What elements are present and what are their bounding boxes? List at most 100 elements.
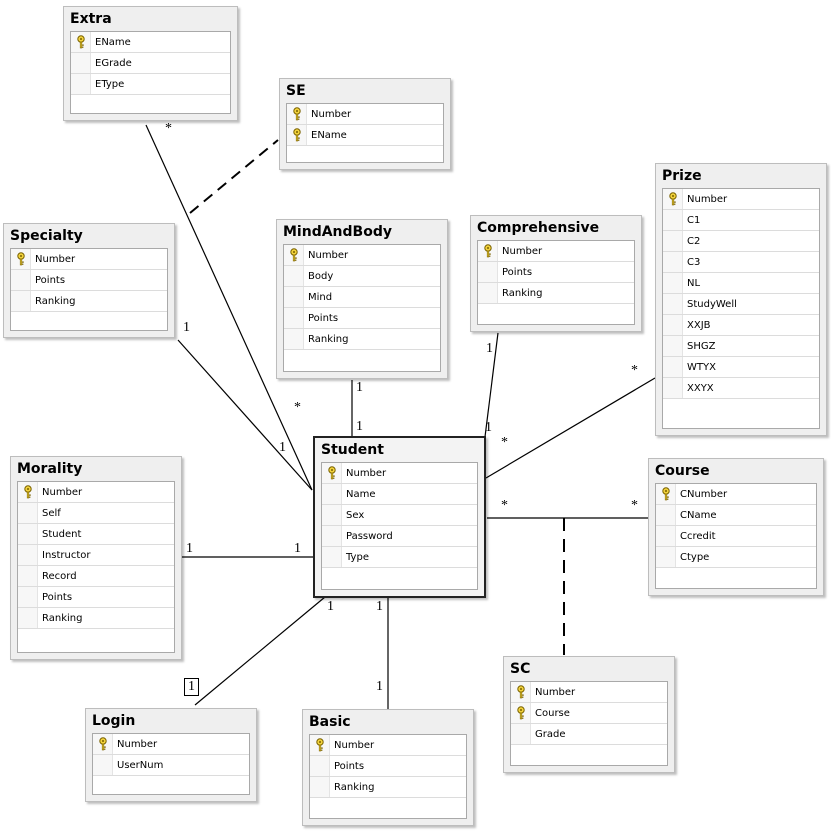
column-row[interactable]: Record — [18, 566, 174, 587]
column-name: Type — [346, 551, 369, 563]
column-row[interactable]: Sex — [322, 505, 477, 526]
column-row[interactable]: Name — [322, 484, 477, 505]
column-row[interactable]: SHGZ — [663, 336, 819, 357]
key-icon — [656, 484, 676, 504]
column-row[interactable]: Number — [322, 463, 477, 484]
column-row[interactable]: Points — [478, 262, 634, 283]
column-name: Ranking — [308, 333, 349, 345]
column-row[interactable]: Number — [284, 245, 440, 266]
column-row[interactable]: StudyWell — [663, 294, 819, 315]
column-name: Number — [535, 686, 576, 698]
column-name: Self — [42, 507, 61, 519]
row-selector — [18, 608, 38, 628]
row-selector — [656, 505, 676, 525]
column-name: EName — [311, 129, 347, 141]
column-row[interactable]: Ccredit — [656, 526, 816, 547]
column-name: Points — [502, 266, 533, 278]
column-row[interactable]: Ranking — [284, 329, 440, 350]
column-row[interactable]: Number — [511, 682, 667, 703]
column-name: Name — [346, 488, 376, 500]
column-row[interactable]: Instructor — [18, 545, 174, 566]
column-name: Ctype — [680, 551, 710, 563]
row-selector — [322, 547, 342, 567]
column-row[interactable]: C1 — [663, 210, 819, 231]
column-row[interactable]: EGrade — [71, 53, 230, 74]
column-row[interactable]: NL — [663, 273, 819, 294]
column-row[interactable]: EType — [71, 74, 230, 95]
column-row[interactable]: Grade — [511, 724, 667, 745]
column-row[interactable]: Password — [322, 526, 477, 547]
column-row[interactable]: C3 — [663, 252, 819, 273]
column-row[interactable]: Course — [511, 703, 667, 724]
column-row[interactable]: Type — [322, 547, 477, 568]
column-row[interactable]: CName — [656, 505, 816, 526]
column-row[interactable]: Ctype — [656, 547, 816, 568]
column-row[interactable]: Number — [478, 241, 634, 262]
column-row[interactable]: C2 — [663, 231, 819, 252]
column-row[interactable]: Self — [18, 503, 174, 524]
column-name: XXYX — [687, 382, 714, 394]
column-row[interactable]: Number — [18, 482, 174, 503]
column-name: Ranking — [502, 287, 543, 299]
column-row[interactable]: Number — [310, 735, 466, 756]
column-name: Instructor — [42, 549, 91, 561]
key-icon — [310, 735, 330, 755]
multiplicity-student-prize: * — [501, 435, 508, 450]
column-row[interactable]: Number — [663, 189, 819, 210]
column-row[interactable]: Body — [284, 266, 440, 287]
column-row[interactable]: Points — [18, 587, 174, 608]
column-name: C1 — [687, 214, 701, 226]
row-selector — [11, 291, 31, 311]
key-icon — [71, 32, 91, 52]
column-row[interactable]: Ranking — [310, 777, 466, 798]
column-row[interactable]: Student — [18, 524, 174, 545]
column-row[interactable]: XXYX — [663, 378, 819, 399]
column-row[interactable]: Ranking — [11, 291, 167, 312]
column-row[interactable]: WTYX — [663, 357, 819, 378]
row-selector — [71, 53, 91, 73]
rel-student-specialty — [177, 339, 313, 491]
column-name: Sex — [346, 509, 365, 521]
column-row[interactable]: Points — [284, 308, 440, 329]
row-selector — [663, 378, 683, 398]
column-name: Points — [334, 760, 365, 772]
column-row[interactable]: Points — [310, 756, 466, 777]
column-row[interactable]: XXJB — [663, 315, 819, 336]
column-name: Number — [308, 249, 349, 261]
column-row[interactable]: Ranking — [478, 283, 634, 304]
multiplicity-student-morality: 1 — [294, 541, 301, 556]
column-name: StudyWell — [687, 298, 737, 310]
key-icon — [478, 241, 498, 261]
column-row[interactable]: EName — [287, 125, 443, 146]
column-row[interactable]: Number — [287, 104, 443, 125]
rel-student-prize — [485, 377, 656, 479]
column-row[interactable]: UserNum — [93, 755, 249, 776]
row-selector — [478, 262, 498, 282]
column-name: Points — [42, 591, 73, 603]
column-row[interactable]: Mind — [284, 287, 440, 308]
multiplicity-student-basic: 1 — [376, 599, 383, 614]
column-row[interactable]: CNumber — [656, 484, 816, 505]
column-row[interactable]: Number — [11, 249, 167, 270]
column-row[interactable]: Number — [93, 734, 249, 755]
key-icon — [18, 482, 38, 502]
column-row[interactable]: Points — [11, 270, 167, 291]
column-row[interactable]: EName — [71, 32, 230, 53]
multiplicity-mindandbody: 1 — [356, 380, 363, 395]
column-row[interactable]: Ranking — [18, 608, 174, 629]
